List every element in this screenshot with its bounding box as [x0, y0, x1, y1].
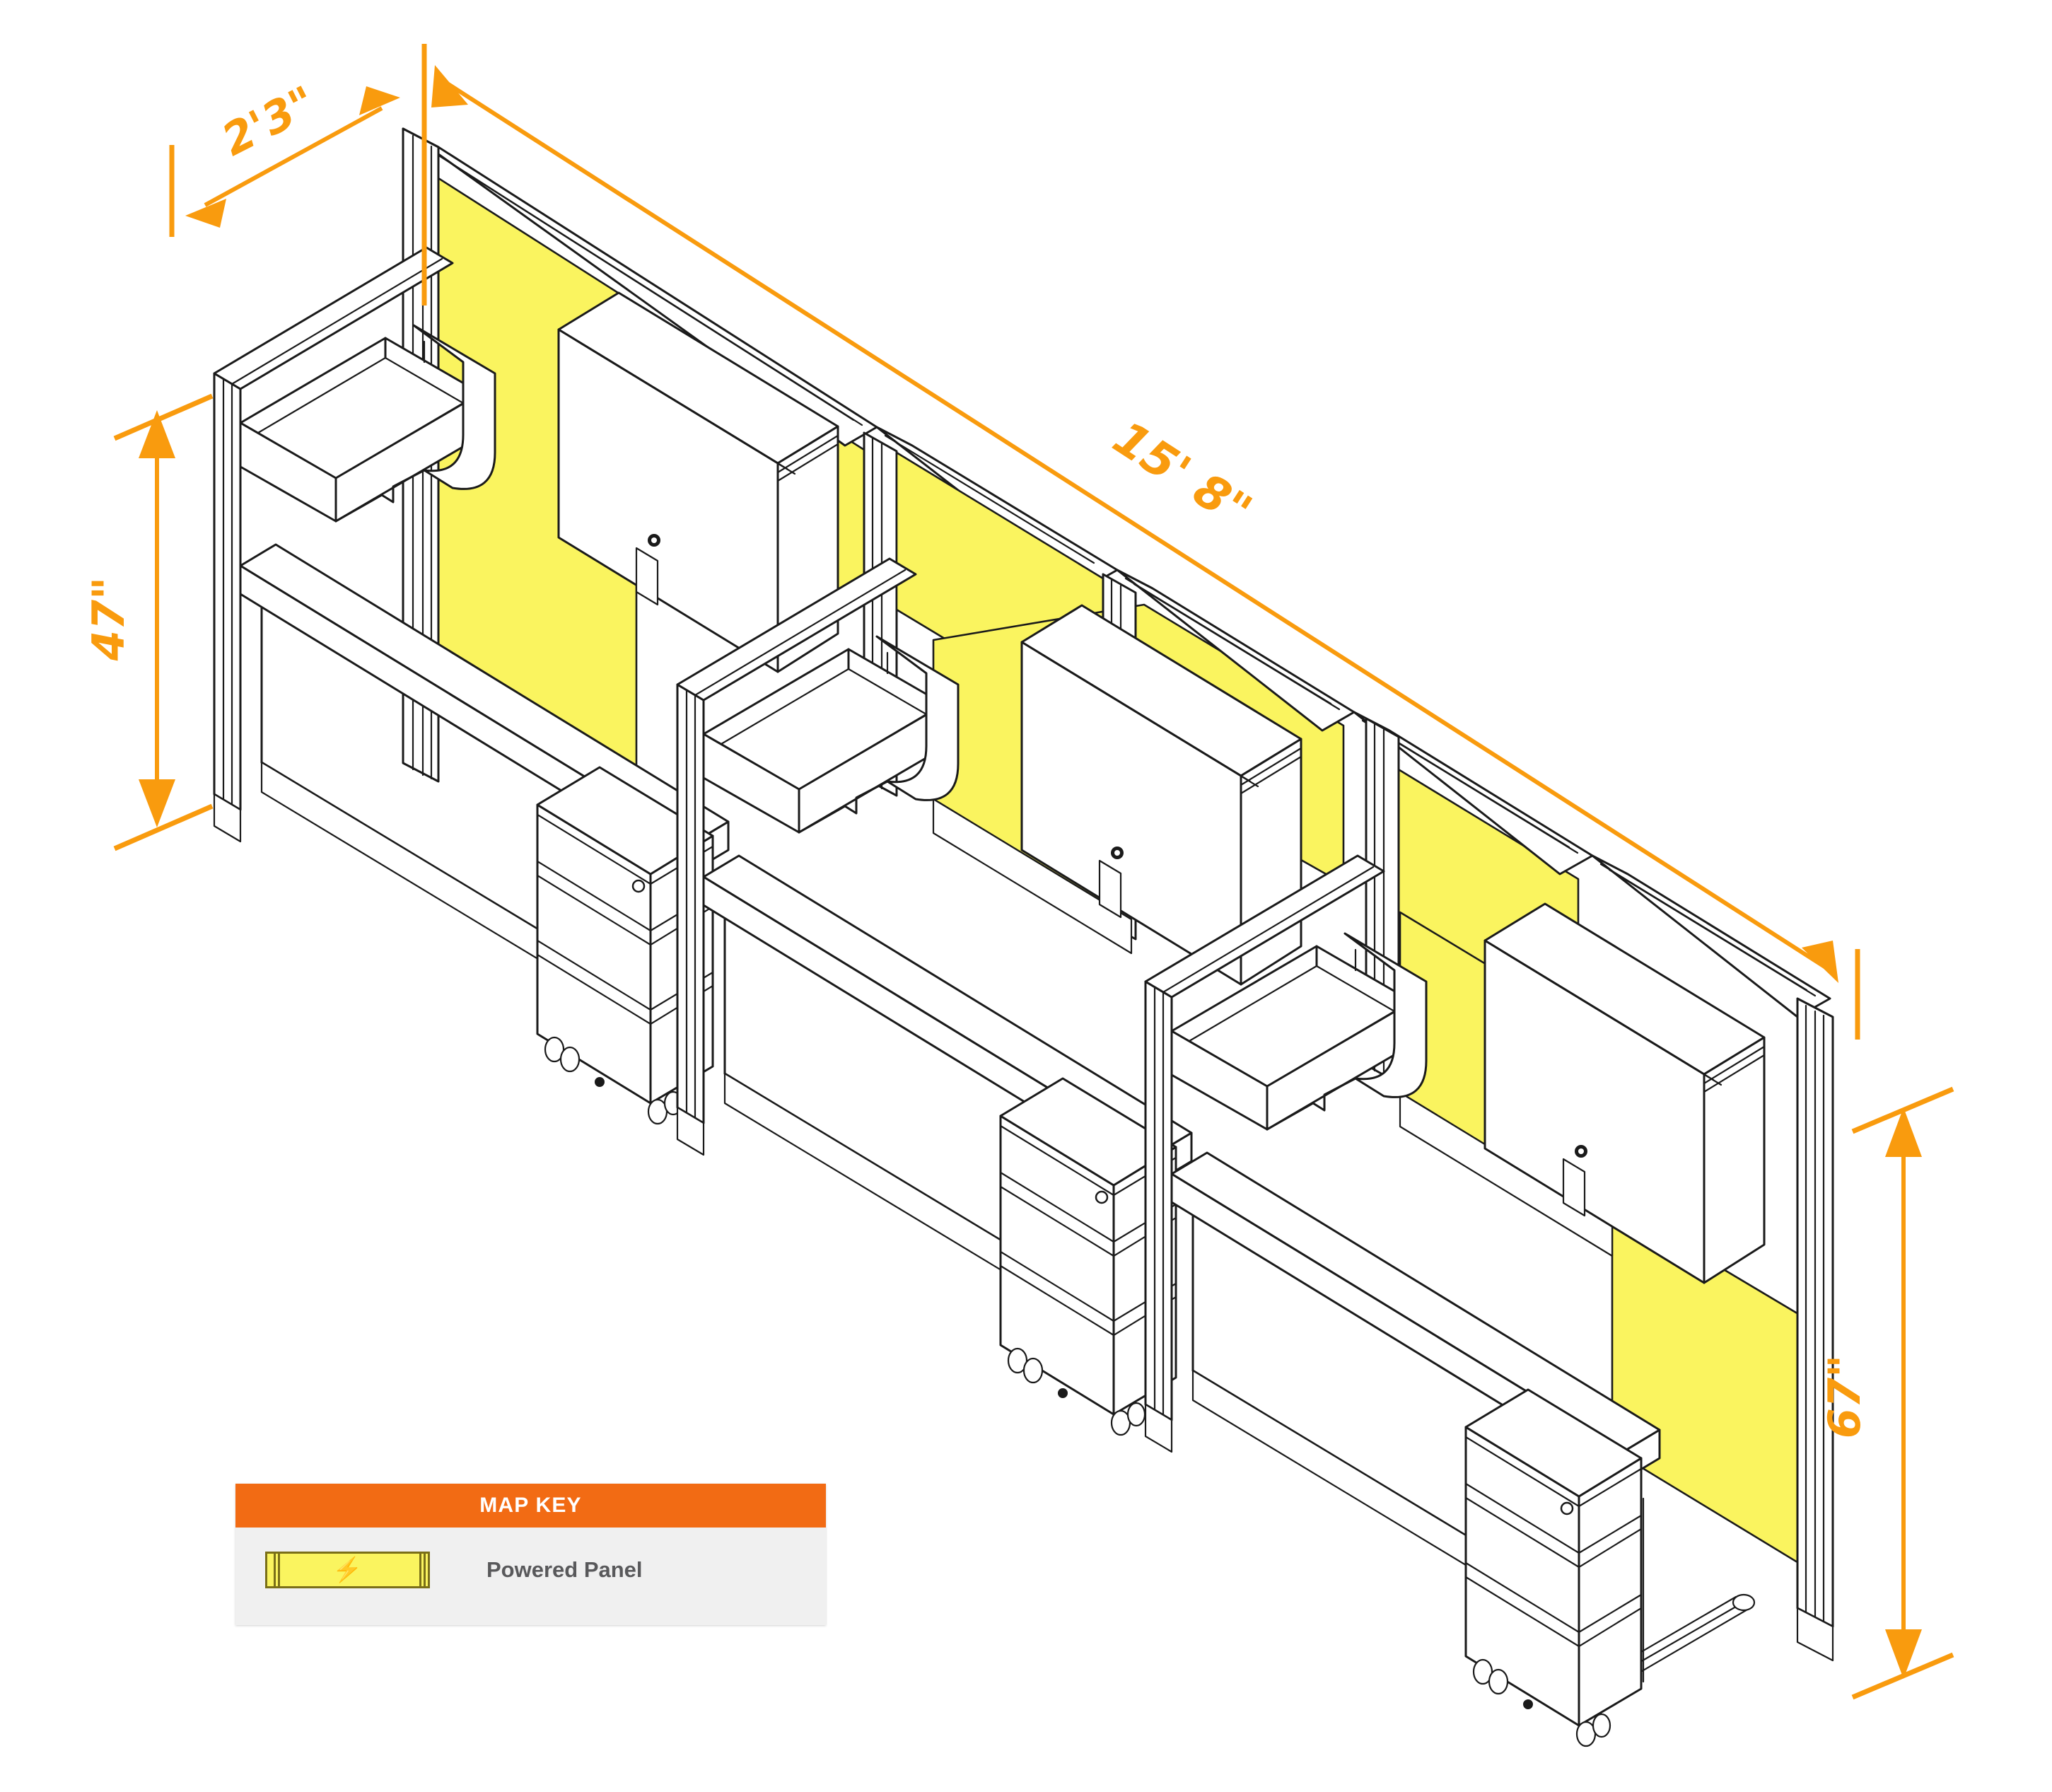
panel-end-base-right [1796, 1607, 1834, 1662]
paper-tray-3 [1170, 932, 1428, 1131]
overhead-bin-2 [1020, 604, 1302, 986]
dimension-depth: 2'3" [169, 44, 427, 306]
mobile-pedestal-1 [536, 766, 714, 1125]
dimension-depth-label: 2'3" [214, 76, 324, 165]
end-panel-3 [1144, 854, 1385, 1453]
dimension-height-left: 47" [83, 393, 214, 851]
legend-swatch-powered-panel: ⚡ [265, 1552, 430, 1588]
workstation-2 [676, 451, 1356, 1436]
end-panel-2 [676, 557, 917, 1156]
dimension-height-right: 67" [1819, 1086, 1954, 1700]
dimension-height-right-label: 67" [1819, 1355, 1870, 1439]
workstation-3 [1144, 711, 1834, 1747]
map-key-title: MAP KEY [479, 1494, 582, 1517]
paper-tray-2 [702, 635, 960, 834]
map-key-header: MAP KEY [235, 1484, 826, 1528]
legend-label-powered-panel: Powered Panel [486, 1557, 643, 1582]
lightning-bolt-icon: ⚡ [332, 1557, 363, 1583]
mobile-pedestal-3 [1464, 1388, 1643, 1747]
panel-base-2 [932, 798, 1133, 955]
paper-tray-1 [239, 324, 496, 523]
overhead-bin-3 [1483, 902, 1766, 1284]
map-key-legend: MAP KEY ⚡ Powered Panel [235, 1484, 826, 1625]
end-panel-1 [213, 246, 454, 843]
dimension-height-left-label: 47" [83, 577, 134, 662]
map-key-body: ⚡ Powered Panel [235, 1528, 826, 1588]
